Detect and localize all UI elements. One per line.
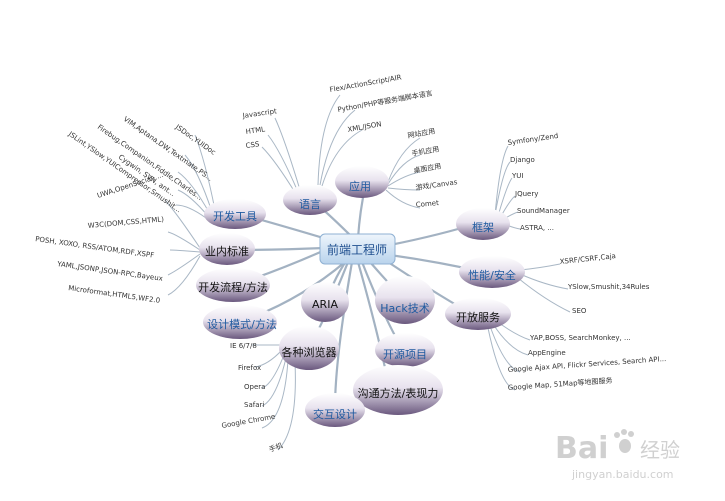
leaf: YAML,JSONP,JSON-RPC,Bayeux [56,260,164,283]
leaf: Symfony/Zend [507,132,559,147]
node-liulanqi: 各种浏览器 [279,326,339,370]
leaf: CSS [245,140,260,150]
center-connectors [231,187,489,409]
node-hack-shape [375,276,435,324]
leaf: HTML [245,125,266,136]
leaves-yingyong: 网站应用 手机应用 桌面应用 游戏/Canvas Comet [407,126,458,209]
node-yingyong: 应用 [335,166,389,198]
leaves-gongju: JSDoc,YUIDoc VIM,Aptana,DW,Textmate,PS..… [66,115,217,214]
node-gongju-label: 开发工具 [213,209,257,223]
node-kaiyuan-label: 开源项目 [383,347,427,361]
leaf: IE 6/7/8 [230,342,257,350]
leaves-liulanqi: IE 6/7/8 Firefox Opera Safari Google Chr… [221,342,284,454]
center-node-label: 前端工程师 [327,242,387,257]
node-liucheng: 开发流程/方法 [196,268,270,302]
watermark-brand: Bai [555,431,608,466]
node-kuangjia-shape [456,208,510,240]
node-liulanqi-shape [279,326,339,370]
node-kaiyuan-shape [375,333,435,367]
center-node-box [319,233,396,265]
leaf: Python/PHP等服务端脚本语言 [337,88,433,114]
leaf: 手机应用 [411,144,440,158]
node-biaozhun: 业内标准 [199,233,255,265]
node-sheji-label: 设计模式/方法 [207,317,277,331]
leaf: Safari [244,401,264,409]
paw-icon [614,429,634,453]
leaf: YAP,BOSS, SearchMonkey, ... [529,334,631,342]
node-kuangjia: 框架 [456,208,510,240]
leaves-yuyan: Javascript HTML CSS Flex/ActionScript/AI… [241,73,433,150]
node-xingneng: 性能/安全 [459,256,525,288]
node-aria-label: ARIA [312,298,338,311]
node-sheji: 设计模式/方法 [203,305,277,339]
leaf: YSlow,Smushit,34Rules [567,283,650,291]
node-aria: ARIA [301,282,349,322]
node-kaiyuan: 开源项目 [375,333,435,367]
leaf: Google Ajax API, Flickr Services, Search… [508,355,667,374]
leaf: YUI [511,172,523,180]
leaf: Microformat,HTML5,WF2.0 [68,284,161,305]
node-hack-label: Hack技术 [380,302,429,315]
leaf: 手机 [268,441,284,454]
watermark-url: jingyan.baidu.com [571,468,674,481]
node-gongju: 开发工具 [204,199,266,229]
node-liucheng-label: 开发流程/方法 [198,280,268,294]
node-goutong-shape [353,365,443,415]
node-goutong-label: 沟通方法/表现力 [358,386,439,400]
leaf: JQuery [514,190,538,198]
node-hack: Hack技术 [375,276,435,324]
node-goutong: 沟通方法/表现力 [353,365,443,415]
node-liulanqi-label: 各种浏览器 [282,345,337,359]
node-kaifang-shape [445,298,511,330]
leaf: Google Map, 51Map等地图服务 [508,376,613,392]
node-xingneng-label: 性能/安全 [468,268,516,282]
node-gongju-shape [204,199,266,229]
leaf: 桌面应用 [413,161,442,175]
leaf: Comet [415,199,439,209]
leaf: XSRF/CSRF,Caja [559,252,616,266]
node-yuyan: 语言 [283,185,337,215]
leaf: Opera [244,383,265,391]
leaf: Django [510,156,535,164]
leaves-xingneng: XSRF/CSRF,Caja YSlow,Smushit,34Rules SEO [559,252,649,315]
node-jiaohu-shape [305,393,365,427]
node-jiaohu: 交互设计 [305,393,365,427]
node-biaozhun-shape [199,233,255,265]
center-node: 前端工程师 [319,233,396,265]
node-aria-shape [301,282,349,322]
watermark-brand-cn: 经验 [640,438,680,462]
node-yingyong-label: 应用 [349,179,371,193]
leaf: Firefox [238,364,261,372]
node-yingyong-shape [335,166,389,198]
node-yuyan-label: 语言 [299,198,321,211]
leaf: SoundManager [517,207,570,215]
node-jiaohu-label: 交互设计 [313,407,357,421]
node-kaifang-label: 开放服务 [456,310,500,324]
leaf: 游戏/Canvas [415,177,458,192]
leaf: 网站应用 [407,126,436,140]
leaves-kaifang: YAP,BOSS, SearchMonkey, ... AppEngine Go… [508,334,667,392]
node-kuangjia-label: 框架 [472,221,494,234]
node-kaifang: 开放服务 [445,298,511,330]
leaf-connectors [164,94,571,451]
leaf: SEO [572,307,587,315]
leaf: AppEngine [528,349,566,357]
leaf: Flex/ActionScript/AIR [329,73,402,94]
node-biaozhun-label: 业内标准 [205,244,249,258]
leaves-kuangjia: Symfony/Zend Django YUI JQuery SoundMana… [507,132,570,232]
leaf: W3C(DOM,CSS,HTML) [87,215,164,230]
leaf: Google Chrome [221,413,276,430]
node-sheji-shape [203,305,277,339]
leaf: POSH, XOXO, RSS/ATOM,RDF,XSPF [35,235,155,260]
node-yuyan-shape [283,185,337,215]
node-xingneng-shape [459,256,525,288]
baidu-watermark: Bai 经验 jingyan.baidu.com [555,429,680,481]
leaf: Javascript [241,107,277,120]
leaf: XML/JSON [347,120,382,134]
leaf: ASTRA, ... [520,224,554,232]
node-liucheng-shape [196,268,270,302]
